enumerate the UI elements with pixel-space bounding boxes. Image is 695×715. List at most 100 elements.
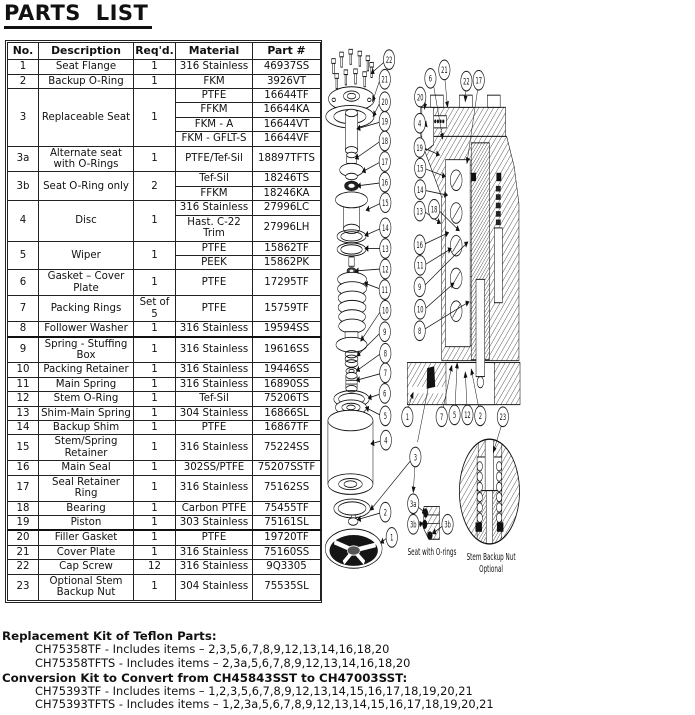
cell-no: 2	[7, 73, 39, 89]
table-subrow: FFKM 16644KA	[8, 102, 321, 118]
svg-text:5: 5	[384, 411, 387, 422]
callout: 15	[414, 157, 427, 179]
cell-material: 316 Stainless	[175, 362, 253, 378]
spring-section	[450, 169, 463, 322]
cell-req: 1	[133, 434, 176, 462]
table-row: 3 Replaceable Seat 1 PTFE 16644TF	[7, 87, 321, 147]
cell-req: 1	[133, 376, 176, 393]
cell-no: 19	[7, 515, 39, 531]
callout: 19	[378, 110, 391, 132]
svg-text:1: 1	[406, 411, 409, 422]
cell-part: 19720TF	[252, 529, 321, 546]
callout: 22	[383, 49, 396, 71]
svg-text:11: 11	[382, 284, 388, 295]
svg-text:21: 21	[382, 74, 388, 85]
callout: 21	[378, 68, 391, 90]
cell-no: 21	[7, 544, 39, 561]
svg-text:18: 18	[382, 136, 389, 147]
cell-req: 1	[133, 59, 176, 75]
callout: 7	[435, 406, 448, 428]
conversion-kit-heading: Conversion Kit to Convert from CH45843SS…	[2, 670, 408, 685]
cell-material: PTFE	[175, 295, 253, 323]
cell-part: 75162SS	[252, 474, 321, 502]
cell-no: 3a	[7, 145, 39, 173]
cell-part: 17295TF	[252, 269, 321, 297]
callout: 19	[413, 137, 426, 158]
cell-material: 302SS/PTFE	[175, 460, 253, 476]
valve-diagrams: Seat with O-rings Stem Backup Nut Option	[324, 48, 521, 574]
callout: 10	[379, 299, 392, 321]
callout: 12	[461, 404, 474, 426]
replacement-kit-heading: Replacement Kit of Teflon Parts:	[2, 629, 217, 643]
svg-text:11: 11	[417, 260, 423, 271]
cell-no: 10	[7, 362, 39, 378]
table-row: 15 Stem/Spring Retainer 1 316 Stainless …	[7, 434, 321, 462]
cell-part: 18897TFTS	[252, 145, 321, 173]
cell-part: 75224SS	[252, 434, 321, 462]
table-row: 10 Packing Retainer 1 316 Stainless 1944…	[7, 362, 321, 378]
callout: 8	[413, 320, 426, 342]
callout: 16	[378, 171, 391, 193]
table-row: 3b Seat O-Ring only 2 Tef-Sil 18246TS	[7, 171, 321, 202]
svg-text:18: 18	[431, 204, 438, 215]
cell-desc: Piston	[38, 515, 134, 531]
cell-material: 316 Stainless	[175, 474, 253, 502]
table-row: 7 Packing Rings Set of 5 PTFE 15759TF	[7, 295, 321, 323]
callout: 13	[379, 238, 392, 259]
cell-req: 1	[133, 87, 176, 147]
svg-text:19: 19	[416, 142, 423, 153]
svg-text:3: 3	[414, 452, 418, 463]
callout: 15	[379, 192, 392, 214]
cell-no: 15	[7, 434, 39, 462]
cell-part: 75160SS	[252, 544, 321, 561]
stem-detail-label-2: Optional	[479, 563, 503, 574]
cell-part: 16644KA	[252, 102, 321, 118]
table-row: 17 Seal Retainer Ring 1 316 Stainless 75…	[7, 474, 321, 502]
svg-text:12: 12	[382, 264, 388, 275]
table-row: 22 Cap Screw 12 316 Stainless 9Q3305	[7, 559, 321, 575]
cell-no: 11	[7, 376, 39, 393]
table-subrow: FKM - A 16644VT	[8, 116, 321, 133]
cell-material: 304 Stainless	[175, 573, 253, 601]
cell-desc: Follower Washer	[38, 321, 134, 338]
svg-text:16: 16	[382, 177, 389, 188]
callout: 22	[460, 70, 473, 92]
svg-text:7: 7	[384, 368, 387, 379]
cell-no: 5	[7, 240, 39, 271]
cell-no: 4	[7, 200, 39, 242]
cell-req: 1	[133, 200, 176, 242]
cell-desc: Seat O-Ring only	[38, 171, 134, 202]
packing-retainer	[335, 331, 368, 353]
svg-text:12: 12	[464, 410, 470, 421]
callout: 11	[414, 254, 427, 276]
callout: 21	[438, 59, 451, 81]
svg-text:17: 17	[475, 75, 481, 86]
callout: 17	[472, 69, 485, 91]
cell-desc: Shim-Main Spring	[38, 405, 134, 422]
callout: 6	[424, 67, 437, 89]
cell-no: 16	[7, 460, 39, 476]
header-description: Description	[38, 41, 134, 61]
table-row: 4 Disc 1 316 Stainless 27996LC	[7, 200, 321, 242]
bearing	[346, 151, 357, 164]
callout: 5	[448, 404, 461, 426]
header-material: Material	[175, 41, 253, 61]
callout: 20	[378, 91, 391, 113]
table-subrow: FKM - GFLT-S 16644VF	[8, 131, 321, 147]
cell-req: 1	[133, 500, 176, 517]
table-row: 6 Gasket – Cover Plate 1 PTFE 17295TF	[7, 269, 321, 297]
cell-material: PEEK	[175, 254, 253, 271]
svg-text:3b: 3b	[410, 519, 417, 530]
cell-desc: Seal Retainer Ring	[38, 474, 134, 502]
cell-material: Carbon PTFE	[175, 500, 253, 517]
svg-text:7: 7	[440, 411, 443, 422]
callout: 3	[409, 446, 422, 468]
cell-material: FFKM	[175, 102, 253, 118]
packing-rings	[345, 371, 358, 393]
parts-table-frame: No. Description Req'd. Material Part # 1…	[5, 40, 322, 603]
cell-desc: Seat Flange	[38, 59, 134, 75]
svg-text:23: 23	[500, 411, 507, 422]
cell-part: 75161SL	[252, 515, 321, 531]
cell-no: 22	[7, 559, 39, 575]
